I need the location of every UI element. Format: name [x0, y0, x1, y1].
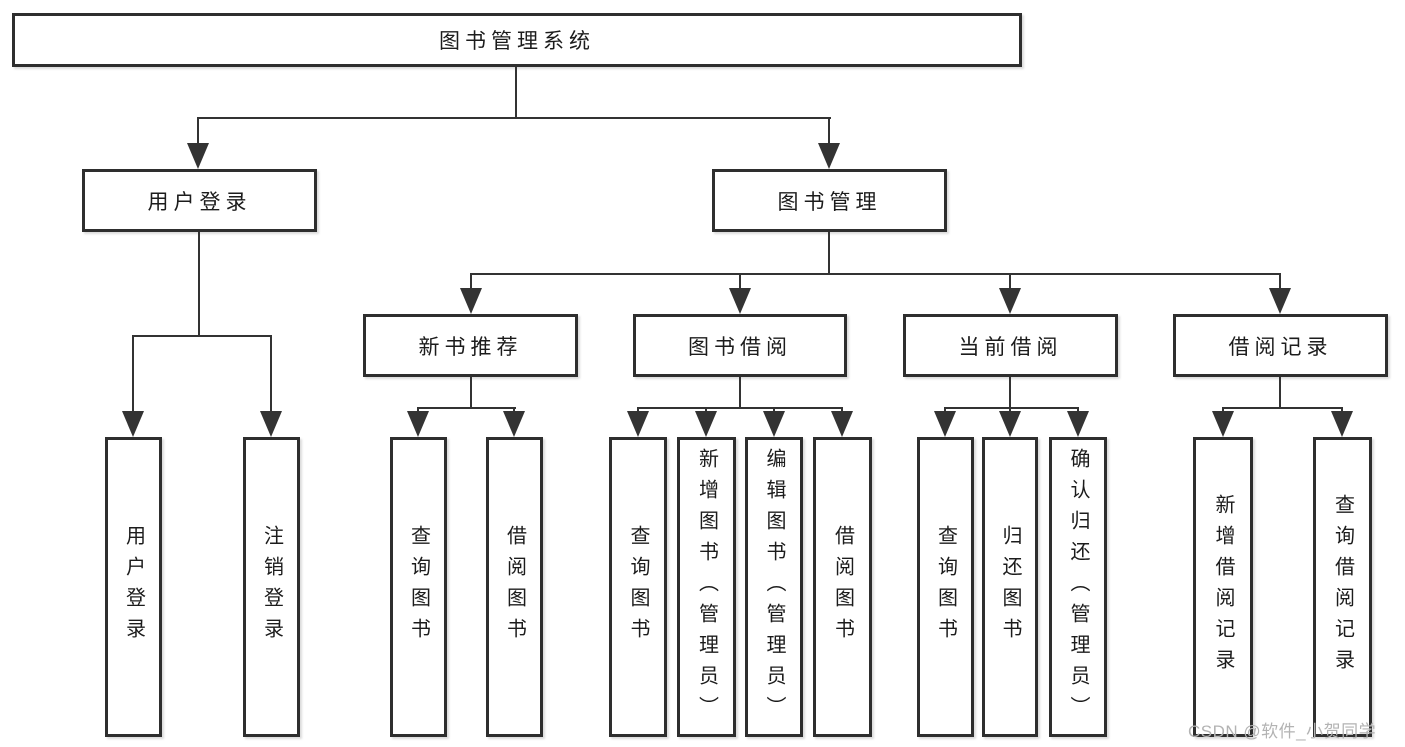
- node-borrowing-records: 借阅记录: [1173, 314, 1388, 377]
- leaf-logout: 注销登录: [243, 437, 300, 737]
- connector-line: [944, 407, 946, 413]
- connector-line: [270, 335, 272, 413]
- node-current-borrowing-label: 当前借阅: [958, 335, 1063, 359]
- leaf-query-books-current: 查询图书: [917, 437, 974, 737]
- arrowhead-down-icon: [934, 411, 956, 437]
- node-book-borrowing-label: 图书借阅: [688, 335, 792, 359]
- leaf-add-book-admin: 新增图书（管理员）: [677, 437, 736, 737]
- connector-line: [1279, 377, 1281, 408]
- leaf-query-books-recommend: 查询图书: [390, 437, 447, 737]
- arrowhead-down-icon: [503, 411, 525, 437]
- connector-line: [739, 377, 741, 408]
- arrowhead-down-icon: [407, 411, 429, 437]
- connector-line: [1222, 407, 1343, 409]
- connector-line: [198, 232, 200, 335]
- arrowhead-down-icon: [460, 288, 482, 314]
- leaf-confirm-return-admin: 确认归还（管理员）: [1049, 437, 1107, 737]
- connector-line: [417, 407, 419, 413]
- arrowhead-down-icon: [1269, 288, 1291, 314]
- node-new-book-recommendation: 新书推荐: [363, 314, 578, 377]
- connector-line: [515, 67, 517, 117]
- arrowhead-down-icon: [260, 411, 282, 437]
- node-new-book-recommendation-label: 新书推荐: [418, 335, 523, 359]
- connector-line: [944, 407, 1079, 409]
- leaf-add-borrow-record: 新增借阅记录: [1193, 437, 1253, 737]
- node-root-label: 图书管理系统: [439, 30, 595, 53]
- connector-line: [1009, 407, 1011, 413]
- arrowhead-down-icon: [1212, 411, 1234, 437]
- connector-line: [773, 407, 775, 413]
- leaf-user-login: 用户登录: [105, 437, 162, 737]
- arrowhead-down-icon: [999, 411, 1021, 437]
- arrowhead-down-icon: [999, 288, 1021, 314]
- leaf-edit-book-admin: 编辑图书（管理员）: [745, 437, 803, 737]
- connector-line: [1009, 273, 1011, 289]
- node-user-login-label: 用户登录: [147, 190, 252, 214]
- connector-line: [828, 232, 830, 273]
- leaf-query-books-borrowing-label: 查询图书: [627, 525, 649, 649]
- connector-line: [739, 273, 741, 289]
- connector-line: [470, 377, 472, 408]
- connector-line: [841, 407, 843, 413]
- connector-line: [637, 407, 639, 413]
- connector-line: [828, 117, 830, 145]
- leaf-confirm-return-admin-label: 确认归还（管理员）: [1067, 447, 1089, 727]
- leaf-user-login-label: 用户登录: [122, 525, 145, 649]
- leaf-borrow-books-borrowing-label: 借阅图书: [831, 525, 854, 649]
- connector-line: [1077, 407, 1079, 413]
- leaf-add-book-admin-label: 新增图书（管理员）: [695, 447, 718, 727]
- connector-line: [513, 407, 515, 413]
- node-borrowing-records-label: 借阅记录: [1228, 335, 1333, 359]
- leaf-query-books-borrowing: 查询图书: [609, 437, 667, 737]
- connector-line: [1009, 377, 1011, 408]
- leaf-query-books-recommend-label: 查询图书: [407, 525, 430, 649]
- connector-line: [417, 407, 516, 409]
- connector-line: [637, 407, 843, 409]
- connector-line: [132, 335, 272, 337]
- connector-line: [470, 273, 472, 289]
- connector-line: [1341, 407, 1343, 413]
- connector-line: [705, 407, 707, 413]
- leaf-query-books-current-label: 查询图书: [934, 525, 957, 649]
- leaf-add-borrow-record-label: 新增借阅记录: [1212, 494, 1234, 680]
- leaf-borrow-books-recommend-label: 借阅图书: [503, 525, 526, 649]
- connector-line: [1222, 407, 1224, 413]
- leaf-edit-book-admin-label: 编辑图书（管理员）: [763, 447, 785, 727]
- arrowhead-down-icon: [763, 411, 785, 437]
- arrowhead-down-icon: [831, 411, 853, 437]
- node-book-management-label: 图书管理: [777, 190, 882, 214]
- connector-line: [470, 273, 1281, 275]
- leaf-query-borrow-record-label: 查询借阅记录: [1331, 494, 1354, 680]
- leaf-logout-label: 注销登录: [260, 525, 283, 649]
- node-current-borrowing: 当前借阅: [903, 314, 1118, 377]
- node-root: 图书管理系统: [12, 13, 1022, 67]
- arrowhead-down-icon: [627, 411, 649, 437]
- arrowhead-down-icon: [187, 143, 209, 169]
- arrowhead-down-icon: [122, 411, 144, 437]
- leaf-return-book-label: 归还图书: [999, 525, 1021, 649]
- leaf-query-borrow-record: 查询借阅记录: [1313, 437, 1372, 737]
- node-user-login: 用户登录: [82, 169, 317, 232]
- leaf-return-book: 归还图书: [982, 437, 1038, 737]
- arrowhead-down-icon: [1067, 411, 1089, 437]
- node-book-borrowing: 图书借阅: [633, 314, 847, 377]
- connector-line: [197, 117, 199, 145]
- connector-line: [1279, 273, 1281, 289]
- arrowhead-down-icon: [695, 411, 717, 437]
- node-book-management: 图书管理: [712, 169, 947, 232]
- arrowhead-down-icon: [729, 288, 751, 314]
- arrowhead-down-icon: [818, 143, 840, 169]
- leaf-borrow-books-recommend: 借阅图书: [486, 437, 543, 737]
- watermark: CSDN @软件_小贺同学: [1188, 722, 1377, 741]
- arrowhead-down-icon: [1331, 411, 1353, 437]
- connector-line: [198, 117, 831, 119]
- connector-line: [132, 335, 134, 413]
- leaf-borrow-books-borrowing: 借阅图书: [813, 437, 872, 737]
